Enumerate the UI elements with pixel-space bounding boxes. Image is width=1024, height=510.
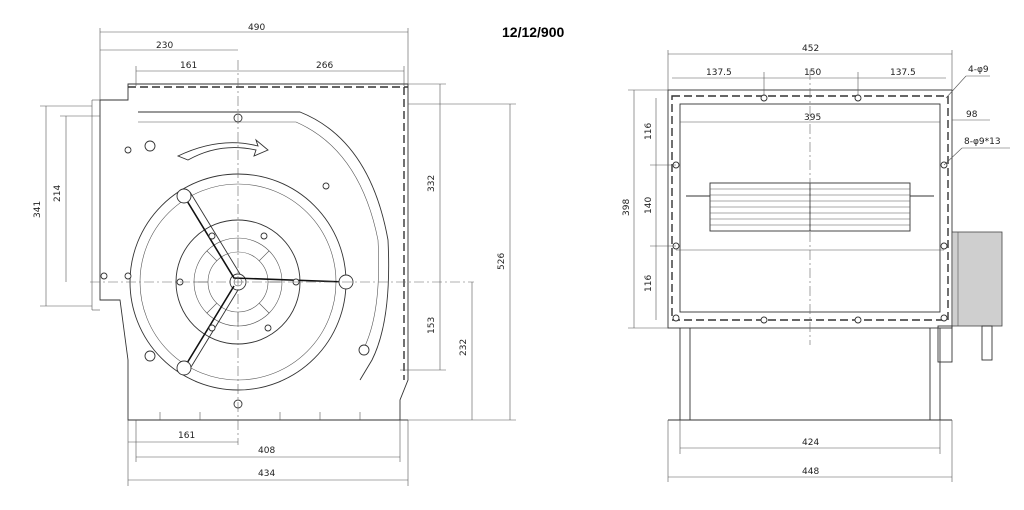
dim-front-408: 408: [258, 446, 275, 456]
dim-front-230: 230: [156, 41, 173, 51]
mount-hole-top: [176, 188, 192, 204]
side-dimensions: 452 137.5 150 137.5 395 4-φ9 98 8-φ9*13 …: [622, 44, 1010, 482]
dim-front-161-top: 161: [180, 61, 197, 71]
mount-hole-bottom: [176, 360, 192, 376]
dim-side-116-bottom: 116: [644, 275, 654, 292]
drawing-title: 12/12/900: [502, 24, 564, 40]
dim-front-153: 153: [427, 317, 437, 334]
side-leg-right: [929, 328, 941, 421]
front-scroll: [138, 111, 390, 381]
dim-front-332: 332: [427, 175, 437, 192]
front-view: [90, 60, 474, 445]
rotation-arrow-icon: [176, 138, 269, 161]
front-small-holes: [100, 113, 370, 409]
dim-front-266: 266: [316, 61, 333, 71]
dim-front-232: 232: [459, 339, 469, 356]
dim-front-490: 490: [248, 23, 265, 33]
side-view: [667, 70, 1003, 421]
dim-front-214: 214: [53, 185, 63, 202]
front-dimensions: 490 230 161 266 341 214 332 526 153 232: [33, 23, 516, 486]
dim-side-452: 452: [802, 44, 819, 54]
dim-side-140: 140: [644, 197, 654, 214]
dim-side-395: 395: [804, 113, 821, 123]
dim-side-424: 424: [802, 438, 819, 448]
dim-side-150: 150: [804, 68, 821, 78]
dim-front-341: 341: [33, 201, 43, 218]
side-leg-left: [679, 328, 691, 421]
dim-side-116-top: 116: [644, 123, 654, 140]
dim-side-137-left: 137.5: [706, 68, 732, 78]
front-housing-outline: [99, 83, 409, 421]
cable-gland: [937, 325, 953, 363]
dim-side-8-holes: 8-φ9*13: [964, 137, 1001, 147]
side-motor: [951, 231, 1003, 327]
dim-side-4-holes: 4-φ9: [968, 65, 989, 75]
dim-side-137-right: 137.5: [890, 68, 916, 78]
dim-front-526: 526: [497, 253, 507, 270]
dim-side-448: 448: [802, 467, 819, 477]
dim-front-434: 434: [258, 469, 275, 479]
dim-front-161-bottom: 161: [178, 431, 195, 441]
dim-side-98: 98: [966, 110, 978, 120]
side-flange-holes: [672, 94, 948, 324]
dim-side-398: 398: [622, 199, 632, 216]
